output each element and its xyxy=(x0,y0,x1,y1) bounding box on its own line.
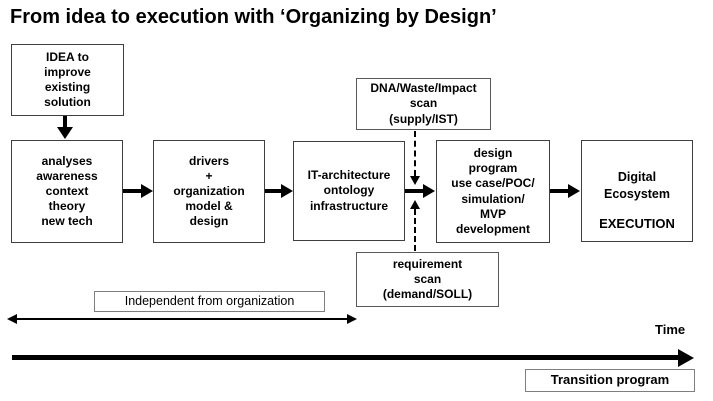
digital-ecosystem-box: Digital Ecosystem EXECUTION xyxy=(581,140,693,242)
independent-label-box: Independent from organization xyxy=(94,291,325,312)
arrow-shaft xyxy=(550,189,570,193)
design-program-box: design program use case/POC/ simulation/… xyxy=(436,140,550,243)
arrow-head-right-icon xyxy=(141,184,153,198)
arrow-head-right-icon xyxy=(347,314,357,324)
design-program-box-label: design program use case/POC/ simulation/… xyxy=(451,146,535,236)
arrow-head-left-icon xyxy=(7,314,17,324)
architecture-box-label: IT-architecture ontology infrastructure xyxy=(307,168,391,213)
digital-ecosystem-label: Digital Ecosystem xyxy=(603,170,670,201)
arrow-shaft xyxy=(405,189,425,193)
time-label: Time xyxy=(655,322,686,337)
arrow-head-right-icon xyxy=(568,184,580,198)
arrow-shaft xyxy=(12,355,680,360)
drivers-box: drivers + organization model & design xyxy=(153,140,265,243)
arrow-shaft xyxy=(16,318,348,320)
execution-label: EXECUTION xyxy=(599,215,675,231)
arrow-head-right-icon xyxy=(678,349,694,367)
independent-label: Independent from organization xyxy=(124,293,295,308)
arrow-shaft xyxy=(265,189,283,193)
idea-box: IDEA to improve existing solution xyxy=(11,44,124,116)
arrow-head-right-icon xyxy=(281,184,293,198)
dashed-shaft xyxy=(414,209,416,251)
requirement-scan-box: requirement scan (demand/SOLL) xyxy=(356,252,499,307)
analyses-box: analyses awareness context theory new te… xyxy=(11,140,123,243)
arrow-head-right-icon xyxy=(423,184,435,198)
dna-scan-box: DNA/Waste/Impact scan (supply/IST) xyxy=(356,78,491,130)
arrow-shaft xyxy=(63,116,67,128)
arrow-shaft xyxy=(123,189,143,193)
analyses-box-label: analyses awareness context theory new te… xyxy=(36,153,98,229)
dna-scan-box-label: DNA/Waste/Impact scan (supply/IST) xyxy=(370,81,477,126)
transition-program-label: Transition program xyxy=(550,372,670,388)
architecture-box: IT-architecture ontology infrastructure xyxy=(293,141,405,241)
digital-ecosystem-content: Digital Ecosystem EXECUTION xyxy=(582,141,692,241)
transition-program-box: Transition program xyxy=(525,369,695,392)
idea-box-label: IDEA to improve existing solution xyxy=(44,49,91,110)
requirement-scan-box-label: requirement scan (demand/SOLL) xyxy=(382,256,473,302)
arrow-head-down-icon xyxy=(410,176,420,185)
drivers-box-label: drivers + organization model & design xyxy=(173,153,245,229)
arrow-head-up-icon xyxy=(410,200,420,209)
dashed-shaft xyxy=(414,131,416,176)
diagram-title: From idea to execution with ‘Organizing … xyxy=(10,6,497,28)
arrow-head-down-icon xyxy=(57,127,73,139)
